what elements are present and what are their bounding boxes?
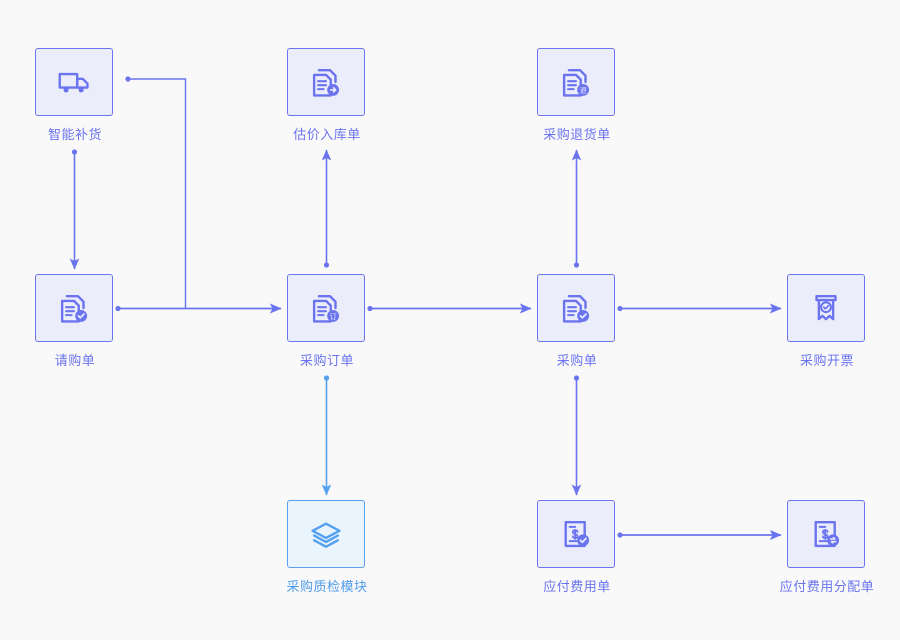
node-label-payable-allocation: 应付费用分配单 — [779, 579, 875, 594]
node-label-requisition: 请购单 — [54, 353, 96, 368]
node-box-smart-replenishment[interactable] — [35, 48, 113, 116]
node-box-payable-expense[interactable] — [537, 500, 615, 568]
invoice-check-icon — [557, 515, 595, 553]
edge-replenishment-to-order — [125, 76, 187, 309]
node-label-payable-expense: 应付费用单 — [543, 579, 611, 594]
node-box-purchase-order[interactable]: 订 — [287, 274, 365, 342]
node-box-requisition[interactable] — [35, 274, 113, 342]
document-return-icon: 退 — [557, 63, 595, 101]
edge-bill-to-invoicing — [617, 303, 782, 314]
document-check-icon — [557, 289, 595, 327]
edge-bill-to-payable — [571, 375, 582, 496]
node-label-purchase-order: 采购订单 — [299, 353, 354, 368]
node-purchase-bill[interactable]: 采购单 — [537, 274, 617, 369]
node-box-purchase-bill[interactable] — [537, 274, 615, 342]
edge-payable-to-allocation — [617, 529, 782, 541]
node-requisition[interactable]: 请购单 — [35, 274, 115, 369]
document-check-icon — [55, 289, 93, 327]
node-payable-expense[interactable]: 应付费用单 — [537, 500, 617, 595]
node-purchase-return[interactable]: 退 采购退货单 — [537, 48, 617, 143]
node-box-quality-inspection[interactable] — [287, 500, 365, 568]
node-box-payable-allocation[interactable] — [787, 500, 865, 568]
node-purchase-order[interactable]: 订 采购订单 — [287, 274, 367, 369]
receipt-check-icon — [807, 289, 845, 327]
node-purchase-invoicing[interactable]: 采购开票 — [787, 274, 867, 369]
svg-text:订: 订 — [330, 312, 337, 321]
document-arrow-icon — [307, 63, 345, 101]
document-order-icon: 订 — [307, 289, 345, 327]
node-box-estimated-inbound[interactable] — [287, 48, 365, 116]
node-label-purchase-bill: 采购单 — [556, 353, 598, 368]
edge-order-to-bill — [367, 303, 532, 314]
invoice-swap-icon — [807, 515, 845, 553]
edge-replenishment-to-requisition — [69, 149, 80, 270]
node-label-purchase-return: 采购退货单 — [543, 127, 611, 142]
edge-bill-to-return — [571, 149, 582, 268]
truck-icon — [55, 63, 93, 101]
node-box-purchase-return[interactable]: 退 — [537, 48, 615, 116]
node-label-quality-inspection: 采购质检模块 — [286, 579, 368, 594]
edge-order-to-quality — [321, 375, 332, 496]
node-payable-allocation[interactable]: 应付费用分配单 — [780, 500, 874, 595]
node-quality-inspection[interactable]: 采购质检模块 — [286, 500, 367, 595]
layers-icon — [307, 515, 345, 553]
node-label-smart-replenishment: 智能补货 — [47, 127, 102, 142]
node-smart-replenishment[interactable]: 智能补货 — [35, 48, 115, 143]
node-box-purchase-invoicing[interactable] — [787, 274, 865, 342]
node-label-purchase-invoicing: 采购开票 — [799, 353, 854, 368]
edge-order-to-estimated-inbound — [321, 149, 332, 268]
edge-requisition-to-order — [115, 303, 282, 314]
node-label-estimated-inbound: 估价入库单 — [293, 127, 361, 142]
svg-text:退: 退 — [580, 86, 587, 95]
node-estimated-inbound[interactable]: 估价入库单 — [287, 48, 367, 143]
